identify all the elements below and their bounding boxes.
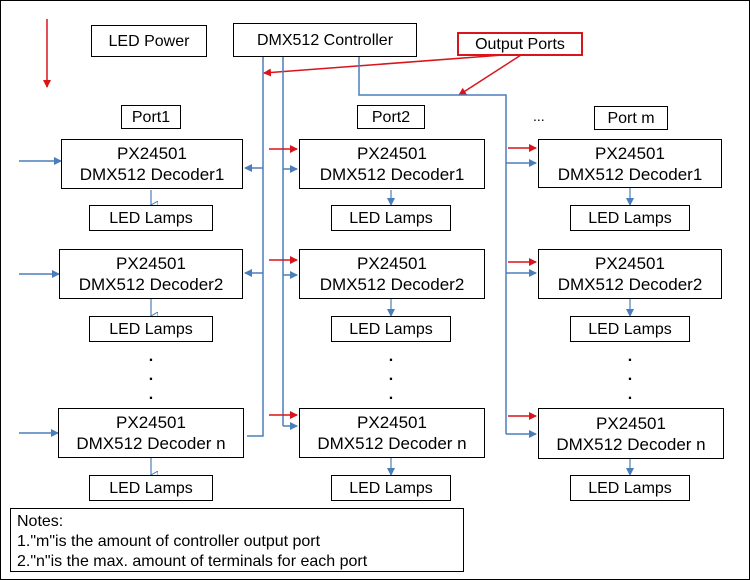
port1-label: Port1 (121, 105, 181, 129)
port2-led-lamps-1: LED Lamps (331, 205, 451, 231)
decoder-model: PX24501 (595, 254, 665, 273)
port2-more-decoders: . . . (388, 348, 394, 403)
note-line-2: 2."n"is the max. amount of terminals for… (17, 553, 368, 570)
decoder-model: PX24501 (596, 413, 666, 433)
port-m-led-lamps-2: LED Lamps (570, 316, 690, 342)
decoder-model: PX24501 (595, 143, 665, 163)
output-ports-label: Output Ports (457, 32, 583, 56)
decoder-model: PX24501 (357, 144, 427, 163)
port1-bus (247, 56, 264, 437)
port2-led-lamps-2: LED Lamps (331, 316, 451, 342)
port-m-led-lamps-1: LED Lamps (570, 205, 690, 231)
port-m-label: Port m (594, 106, 668, 130)
port2-decoder-1: PX24501 DMX512 Decoder1 (299, 139, 485, 189)
port1-decoder-1: PX24501 DMX512 Decoder1 (61, 139, 243, 189)
port-m-decoder-2: PX24501 DMX512 Decoder2 (538, 249, 722, 299)
decoder-name: DMX512 Decoder1 (79, 165, 225, 184)
port-m-decoder-n: PX24501 DMX512 Decoder n (538, 408, 724, 459)
port1-more-decoders: . . . (148, 348, 154, 403)
port1-decoder-2: PX24501 DMX512 Decoder2 (59, 249, 243, 299)
output-port-pointer-2 (458, 54, 522, 96)
notes-box: Notes: 1."m"is the amount of controller … (10, 508, 464, 572)
dmx512-controller-box: DMX512 Controller (233, 23, 417, 57)
decoder-name: DMX512 Decoder2 (319, 275, 465, 294)
port2-label: Port2 (357, 105, 425, 129)
decoder-model: PX24501 (117, 144, 187, 163)
decoder-name: DMX512 Decoder n (76, 434, 226, 453)
port-m-bus (358, 56, 507, 434)
port1-led-lamps-1: LED Lamps (89, 205, 213, 231)
decoder-model: PX24501 (116, 254, 186, 273)
port1-led-lamps-n: LED Lamps (89, 475, 213, 501)
decoder-model: PX24501 (116, 413, 186, 432)
output-port-pointer-1 (263, 54, 504, 77)
note-line-1: 1."m"is the amount of controller output … (17, 533, 321, 550)
port-m-decoder-1: PX24501 DMX512 Decoder1 (538, 139, 722, 188)
decoder-name: DMX512 Decoder1 (319, 165, 465, 184)
decoder-model: PX24501 (357, 254, 427, 273)
decoder-name: DMX512 Decoder n (317, 434, 467, 453)
port-m-led-lamps-n: LED Lamps (570, 475, 690, 501)
port1-led-lamps-2: LED Lamps (89, 316, 213, 342)
led-power-label: LED Power (91, 25, 207, 57)
decoder-name: DMX512 Decoder1 (557, 164, 703, 184)
port2-decoder-2: PX24501 DMX512 Decoder2 (299, 249, 485, 299)
decoder-name: DMX512 Decoder2 (557, 275, 703, 294)
port-m-more-decoders: . . . (627, 348, 633, 403)
decoder-name: DMX512 Decoder2 (78, 275, 224, 294)
port2-led-lamps-n: LED Lamps (331, 475, 451, 501)
ports-ellipsis: ... (533, 108, 545, 124)
port1-decoder-n: PX24501 DMX512 Decoder n (58, 408, 244, 458)
decoder-name: DMX512 Decoder n (556, 434, 706, 454)
port2-decoder-n: PX24501 DMX512 Decoder n (299, 408, 485, 458)
notes-title: Notes: (17, 513, 64, 530)
decoder-model: PX24501 (357, 413, 427, 432)
